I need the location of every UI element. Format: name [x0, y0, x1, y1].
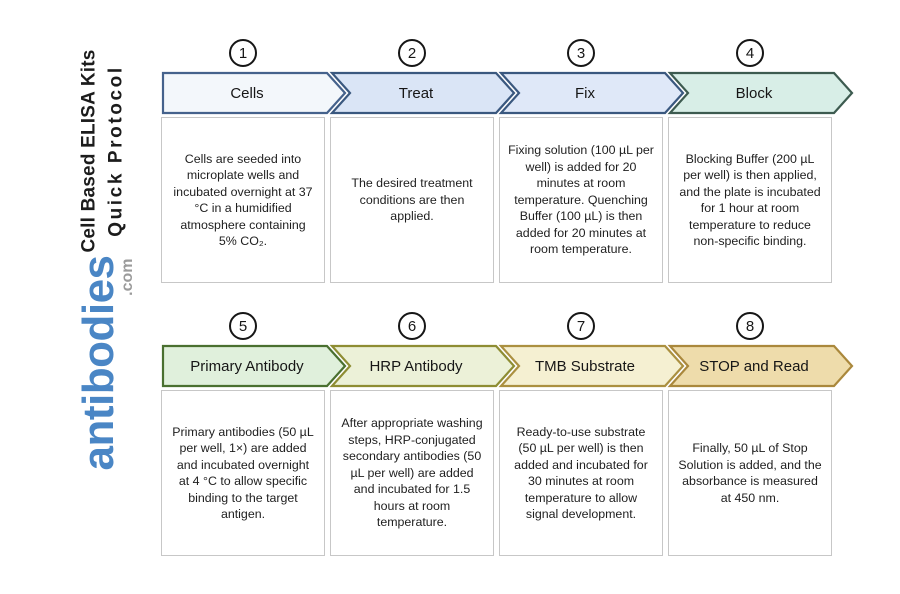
chevron-arrow-icon — [161, 71, 347, 115]
step-number-badge: 6 — [398, 312, 426, 340]
chevron-shape — [667, 344, 854, 388]
chevron-arrow-icon — [329, 344, 516, 388]
figure-title: Cell Based ELISA Kits Quick Protocol — [79, 49, 128, 252]
chevron-shape — [329, 344, 516, 388]
step-description-box: Finally, 50 µL of Stop Solution is added… — [668, 390, 832, 556]
protocol-step: 1 Cells Cells are seeded into microplate… — [161, 39, 347, 283]
chevron-arrow-icon — [667, 344, 854, 388]
step-number: 1 — [238, 44, 248, 62]
step-description-box: Primary antibodies (50 µL per well, 1×) … — [161, 390, 325, 556]
step-description-box: Fixing solution (100 µL per well) is add… — [499, 117, 663, 283]
step-label: Fix — [575, 84, 595, 102]
chevron-shape — [667, 71, 854, 115]
chevron-arrow-icon — [498, 344, 685, 388]
step-number: 8 — [745, 317, 755, 335]
protocol-step: 7 TMB Substrate Ready-to-use substrate (… — [498, 312, 685, 556]
chevron-shape — [161, 71, 347, 115]
figure-title-line2: Quick Protocol — [105, 65, 127, 237]
step-number: 3 — [576, 44, 586, 62]
step-number: 7 — [576, 317, 586, 335]
chevron-shape — [498, 344, 685, 388]
protocol-row-2: 5 Primary Antibody Primary antibodies (5… — [161, 312, 854, 556]
logo-wordmark: antibodies — [74, 255, 123, 471]
step-arrow: TMB Substrate — [498, 344, 685, 388]
step-number-badge: 8 — [736, 312, 764, 340]
step-number-badge: 7 — [567, 312, 595, 340]
chevron-shape — [329, 71, 516, 115]
chevron-arrow-icon — [329, 71, 516, 115]
step-number-badge: 5 — [229, 312, 257, 340]
step-number-badge: 3 — [567, 39, 595, 67]
step-description: Finally, 50 µL of Stop Solution is added… — [678, 441, 822, 505]
figure-title-line1: Cell Based ELISA Kits — [78, 49, 100, 253]
step-label: TMB Substrate — [534, 357, 636, 375]
chevron-arrow-icon — [667, 71, 854, 115]
protocol-step: 5 Primary Antibody Primary antibodies (5… — [161, 312, 347, 556]
step-description: After appropriate washing steps, HRP-con… — [341, 416, 483, 530]
chevron-shape — [498, 71, 685, 115]
step-description-box: Cells are seeded into microplate wells a… — [161, 117, 325, 283]
step-label: Cells — [230, 84, 264, 102]
step-number: 4 — [745, 44, 755, 62]
protocol-step: 3 Fix Fixing solution (100 µL per well) … — [498, 39, 685, 283]
step-label: STOP and Read — [699, 357, 809, 375]
step-arrow: Primary Antibody — [161, 344, 347, 388]
step-description: The desired treatment conditions are the… — [351, 176, 473, 224]
step-arrow: STOP and Read — [667, 344, 854, 388]
step-label: HRP Antibody — [369, 357, 463, 375]
step-description: Blocking Buffer (200 µL per well) is the… — [679, 151, 821, 249]
step-arrow: HRP Antibody — [329, 344, 516, 388]
step-number-badge: 2 — [398, 39, 426, 67]
protocol-step: 6 HRP Antibody After appropriate washing… — [329, 312, 516, 556]
logo-domain-suffix: .com — [119, 258, 136, 296]
step-description-box: Ready-to-use substrate (50 µL per well) … — [499, 390, 663, 556]
step-label: Primary Antibody — [190, 357, 304, 375]
chevron-arrow-icon — [498, 71, 685, 115]
step-description: Fixing solution (100 µL per well) is add… — [508, 143, 654, 257]
protocol-step: 4 Block Blocking Buffer (200 µL per well… — [667, 39, 854, 283]
step-arrow: Block — [667, 71, 854, 115]
step-arrow: Fix — [498, 71, 685, 115]
step-description-box: After appropriate washing steps, HRP-con… — [330, 390, 494, 556]
chevron-shape — [161, 344, 347, 388]
step-number-badge: 1 — [229, 39, 257, 67]
step-number: 6 — [407, 317, 417, 335]
step-label: Treat — [398, 84, 434, 102]
protocol-step: 2 Treat The desired treatment conditions… — [329, 39, 516, 283]
chevron-arrow-icon — [161, 344, 347, 388]
step-arrow: Cells — [161, 71, 347, 115]
step-description: Cells are seeded into microplate wells a… — [173, 151, 313, 249]
step-description-box: Blocking Buffer (200 µL per well) is the… — [668, 117, 832, 283]
step-number-badge: 4 — [736, 39, 764, 67]
protocol-row-1: 1 Cells Cells are seeded into microplate… — [161, 39, 854, 283]
step-description: Ready-to-use substrate (50 µL per well) … — [514, 424, 648, 522]
protocol-step: 8 STOP and Read Finally, 50 µL of Stop S… — [667, 312, 854, 556]
step-arrow: Treat — [329, 71, 516, 115]
step-label: Block — [735, 84, 773, 102]
step-number: 2 — [407, 44, 417, 62]
step-description-box: The desired treatment conditions are the… — [330, 117, 494, 283]
step-description: Primary antibodies (50 µL per well, 1×) … — [172, 424, 314, 522]
step-number: 5 — [238, 317, 248, 335]
antibodies-logo: antibodies .com — [74, 255, 136, 471]
